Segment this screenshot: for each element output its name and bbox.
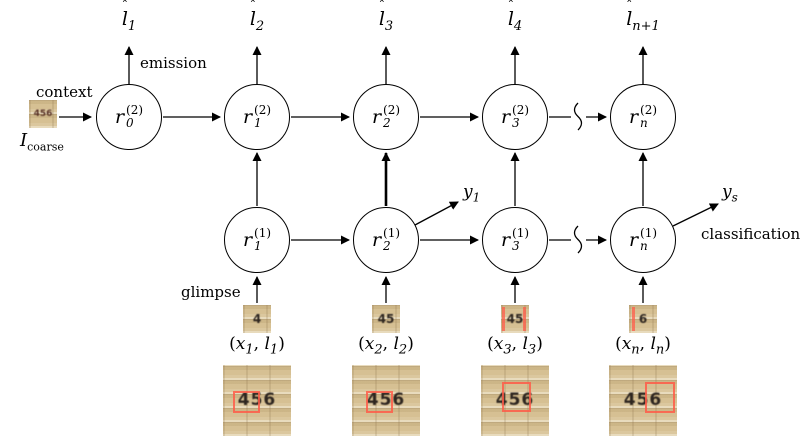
input-label-n: (xn, ln) — [615, 334, 671, 358]
hat-accent: ˆ — [121, 0, 129, 14]
node-rn-level2: r(2)n — [610, 84, 676, 150]
scene-image-3: 456 — [481, 365, 549, 436]
glimpse-label: glimpse — [181, 283, 241, 301]
node-r1-level2: r(2)1 — [224, 84, 290, 150]
class-output-ys: ys — [722, 182, 738, 205]
scene-2-digits: 456 — [366, 390, 406, 410]
coarse-input-label: Icoarse — [20, 130, 64, 154]
attention-box — [233, 391, 260, 413]
attention-box-edge — [632, 307, 635, 331]
scene-1-digits: 456 — [237, 390, 277, 410]
arrow-r2-y1 — [414, 201, 459, 226]
attention-box-edge — [502, 307, 505, 331]
class-output-y1: y1 — [463, 182, 481, 205]
arrow-rn-ys — [672, 203, 719, 227]
scene-image-1: 456 — [223, 365, 291, 436]
hat-accent: ˆ — [625, 0, 633, 14]
glimpse-image-2: 45 — [372, 305, 400, 333]
scene-3-digits: 456 — [495, 390, 535, 410]
node-r1-level1: r(1)1 — [224, 207, 290, 273]
glimpse-image-1: 4 — [243, 305, 271, 333]
context-label: context — [36, 83, 93, 101]
hat-accent: ˆ — [507, 0, 515, 14]
attention-box — [645, 382, 675, 413]
attention-box — [502, 382, 531, 412]
emission-label: emission — [140, 54, 207, 72]
break-squiggle-top — [573, 102, 583, 131]
glimpse-image-3: 45 — [501, 305, 529, 333]
scene-n-digits: 456 — [623, 390, 663, 410]
glimpse-n-digits: 6 — [638, 312, 648, 326]
scene-image-n: 456 — [609, 365, 677, 436]
glimpse-3-digits: 45 — [506, 312, 524, 326]
coarse-image-digits: 456 — [33, 109, 53, 119]
input-label-1: (x1, l1) — [229, 334, 285, 358]
input-label-2: (x2, l2) — [358, 334, 414, 358]
node-r3-level1: r(1)3 — [482, 207, 548, 273]
node-r2-level2: r(2)2 — [353, 84, 419, 150]
node-r2-level1: r(1)2 — [353, 207, 419, 273]
scene-image-2: 456 — [352, 365, 420, 436]
classification-label: classification — [701, 225, 801, 243]
glimpse-2-digits: 45 — [377, 312, 395, 326]
break-squiggle-bottom — [573, 225, 583, 254]
node-r0-level2: r(2)0 — [96, 84, 162, 150]
node-rn-level1: r(1)n — [610, 207, 676, 273]
attention-box-edge — [523, 307, 526, 331]
glimpse-image-n: 6 — [629, 305, 657, 333]
hat-accent: ˆ — [378, 0, 386, 14]
coarse-image: 456 — [29, 100, 57, 128]
node-r3-level2: r(2)3 — [482, 84, 548, 150]
attention-box — [366, 391, 393, 413]
glimpse-1-digits: 4 — [252, 312, 262, 326]
hat-accent: ˆ — [249, 0, 257, 14]
input-label-3: (x3, l3) — [487, 334, 543, 358]
